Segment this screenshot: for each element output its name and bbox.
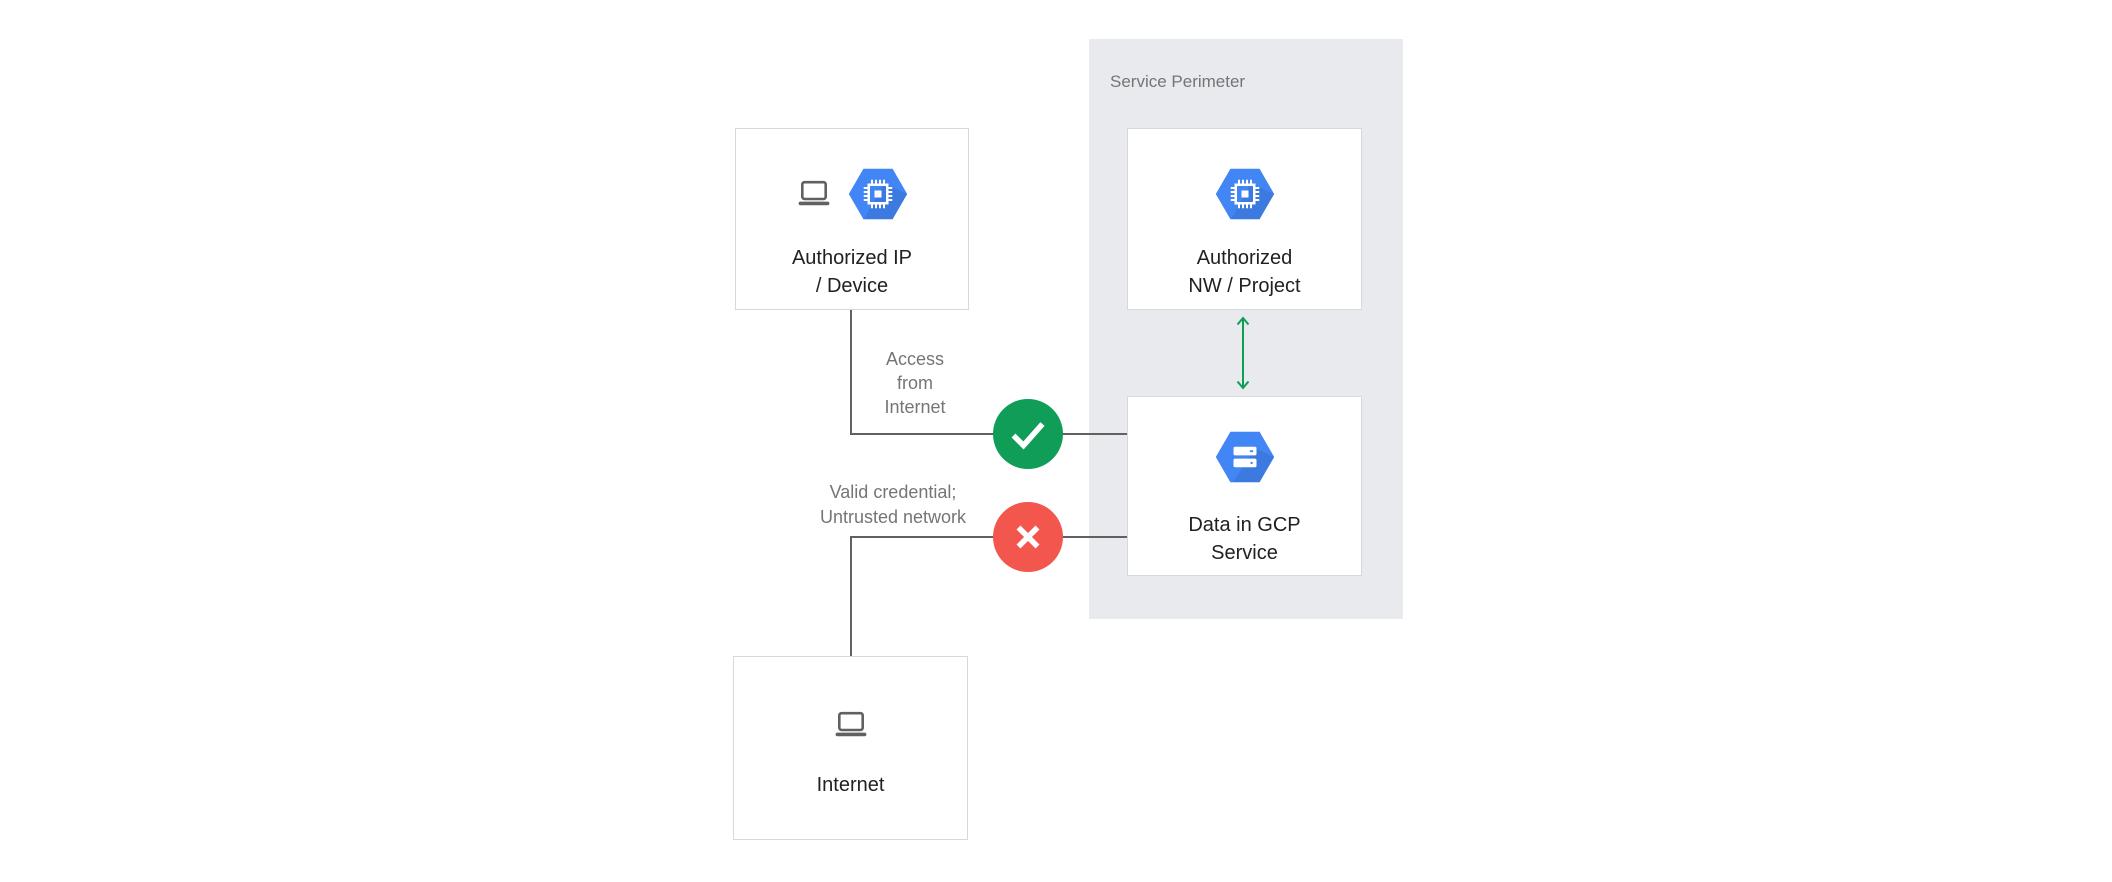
- allowed-badge: [993, 399, 1063, 469]
- connector-untrusted-vertical: [850, 537, 852, 656]
- node-authorized-nw-project: Authorized NW / Project: [1127, 128, 1362, 310]
- compute-engine-icon: [848, 168, 908, 220]
- compute-engine-icon: [1215, 168, 1274, 220]
- edge-label-line: from: [897, 373, 933, 393]
- node-internet: Internet: [733, 656, 968, 840]
- node-icon-row: [734, 711, 967, 739]
- node-label-authorized-ip-device: Authorized IP / Device: [736, 244, 968, 300]
- denied-badge: [993, 502, 1063, 572]
- double-arrow-icon: [1236, 316, 1250, 390]
- edge-label-untrusted-network: Valid credential; Untrusted network: [768, 480, 1018, 530]
- node-icon-row: [1128, 431, 1361, 483]
- node-icon-row: [1128, 168, 1361, 220]
- laptop-icon: [798, 180, 830, 206]
- node-data-in-gcp-service: Data in GCP Service: [1127, 396, 1362, 576]
- connector-access-vertical: [850, 310, 852, 434]
- cloud-storage-icon: [1215, 431, 1274, 483]
- node-label-line: Service: [1211, 542, 1278, 564]
- service-perimeter-label: Service Perimeter: [1110, 72, 1246, 91]
- node-label-line: Internet: [816, 774, 885, 796]
- node-label-authorized-nw-project: Authorized NW / Project: [1128, 244, 1361, 300]
- connector-untrusted-horizontal: [850, 536, 1127, 538]
- node-authorized-ip-device: Authorized IP / Device: [735, 128, 969, 310]
- node-label-line: / Device: [815, 275, 889, 297]
- node-label-line: Authorized IP: [791, 247, 913, 269]
- node-label-line: NW / Project: [1188, 275, 1301, 297]
- node-icon-row: [736, 168, 968, 220]
- node-label-line: Data in GCP: [1188, 514, 1301, 536]
- node-label-internet: Internet: [734, 771, 967, 799]
- check-icon: [1011, 422, 1045, 450]
- connector-access-horizontal: [850, 433, 1127, 435]
- laptop-icon: [835, 711, 866, 737]
- node-label-data-in-gcp-service: Data in GCP Service: [1128, 511, 1361, 567]
- edge-label-access-from-internet: Access from Internet: [845, 347, 985, 419]
- edge-label-line: Access: [885, 349, 945, 369]
- x-icon: [1016, 525, 1040, 549]
- node-label-line: Authorized: [1196, 247, 1293, 269]
- edge-label-line: Valid credential;: [829, 482, 957, 502]
- edge-label-line: Internet: [884, 397, 946, 417]
- edge-label-line: Untrusted network: [819, 507, 967, 527]
